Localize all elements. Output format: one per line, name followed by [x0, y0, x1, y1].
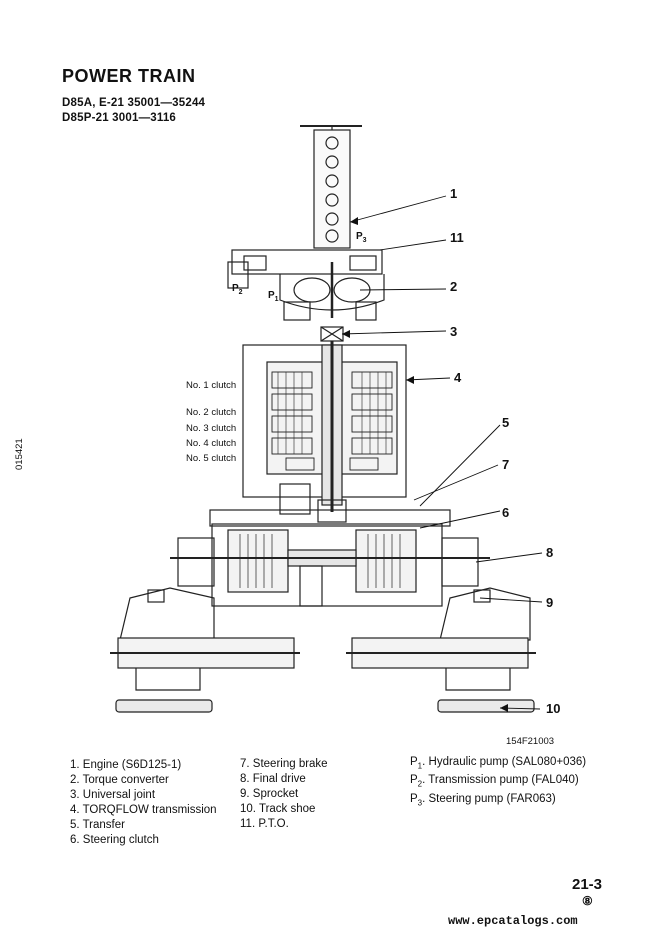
pump-tag-p3: P3 [356, 231, 367, 244]
figure-code: 154F21003 [506, 736, 555, 747]
engine-drawing [300, 125, 362, 249]
clutch-label-3: No. 3 clutch [186, 423, 237, 434]
legend-item: 3. Universal joint [70, 789, 156, 801]
legend-item: 11. P.T.O. [240, 818, 289, 830]
legend-item: 10. Track shoe [240, 803, 316, 815]
page-title: POWER TRAIN [62, 66, 196, 86]
callout-1: 1 [450, 186, 458, 201]
callout-4: 4 [454, 370, 462, 385]
clutch-label-4: No. 4 clutch [186, 438, 237, 449]
callout-3: 3 [450, 324, 458, 339]
legend-item: 7. Steering brake [240, 758, 328, 770]
clutch-label-5: No. 5 clutch [186, 453, 237, 464]
legend-item: 9. Sprocket [240, 788, 299, 800]
callout-8: 8 [546, 545, 554, 560]
callout-10: 10 [546, 701, 561, 716]
model-line-2: D85P-21 3001—3116 [62, 112, 177, 124]
legend-column-1: 1. Engine (S6D125-1) 2. Torque converter… [70, 758, 217, 848]
model-line-1: D85A, E-21 35001—35244 [62, 97, 206, 109]
callout-2: 2 [450, 279, 458, 294]
page-number: 21-3 [572, 876, 603, 893]
legend-column-3: P1. Hydraulic pump (SAL080+036) P2. Tran… [410, 755, 586, 810]
transfer-drawing [209, 483, 451, 527]
pump-tag-p2: P2 [232, 283, 243, 296]
callout-11: 11 [450, 230, 464, 245]
steering-clutch-drawing [170, 523, 490, 607]
legend-item: 1. Engine (S6D125-1) [70, 759, 182, 771]
pump-tag-p1: P1 [268, 290, 279, 303]
legend-item: 5. Transfer [70, 819, 125, 831]
transmission-drawing [242, 344, 407, 512]
legend-item: P3. Steering pump (FAR063) [410, 792, 556, 807]
legend-item: 6. Steering clutch [70, 834, 159, 846]
final-drive-drawing [110, 587, 536, 691]
revision-mark: ⑧ [582, 894, 593, 908]
clutch-label-2: No. 2 clutch [186, 407, 237, 418]
legend-item: 2. Torque converter [70, 774, 169, 786]
track-shoe-drawing [115, 699, 535, 713]
callout-5: 5 [502, 415, 510, 430]
legend-item: 8. Final drive [240, 773, 306, 785]
legend-item: P2. Transmission pump (FAL040) [410, 774, 579, 789]
callout-6: 6 [502, 505, 510, 520]
legend-item: P1. Hydraulic pump (SAL080+036) [410, 756, 587, 771]
torque-converter-drawing [227, 249, 385, 321]
watermark-url[interactable]: www.epcatalogs.com [448, 914, 578, 928]
legend-column-2: 7. Steering brake 8. Final drive 9. Spro… [240, 757, 328, 832]
clutch-label-1: No. 1 clutch [186, 380, 237, 391]
legend-item: 4. TORQFLOW transmission [70, 804, 217, 816]
callout-7: 7 [502, 457, 510, 472]
callout-9: 9 [546, 595, 554, 610]
